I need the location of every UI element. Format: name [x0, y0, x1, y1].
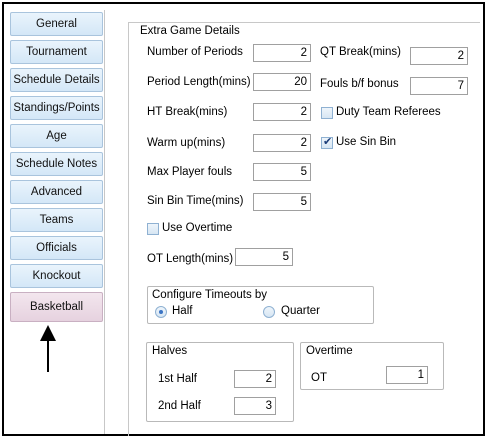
halves-group: [146, 342, 294, 422]
tab-knockout[interactable]: Knockout: [10, 264, 103, 288]
tab-label: Tournament: [26, 46, 87, 58]
quarter-radio-label: Quarter: [281, 305, 320, 317]
duty-team-referees-checkbox[interactable]: [321, 107, 333, 119]
tab-label: Basketball: [29, 301, 84, 313]
ht-break-label: HT Break(mins): [147, 106, 228, 118]
first-half-input[interactable]: 2: [234, 370, 276, 388]
tab-label: Schedule Details: [13, 74, 100, 86]
overtime-group: [300, 342, 444, 390]
panel-title: Extra Game Details: [140, 25, 240, 37]
duty-team-referees-label: Duty Team Referees: [336, 106, 441, 118]
tab-tournament[interactable]: Tournament: [10, 40, 103, 64]
arrow-shaft: [47, 338, 49, 372]
ht-break-input[interactable]: 2: [253, 103, 311, 121]
tab-label: Schedule Notes: [15, 158, 98, 170]
tab-teams[interactable]: Teams: [10, 208, 103, 232]
use-overtime-label: Use Overtime: [162, 222, 233, 234]
first-half-label: 1st Half: [158, 373, 197, 385]
tab-label: Advanced: [30, 186, 83, 198]
number-of-periods-label: Number of Periods: [147, 46, 243, 58]
tab-schedule-notes[interactable]: Schedule Notes: [10, 152, 103, 176]
timeouts-group-title: Configure Timeouts by: [150, 289, 270, 301]
ot-length-label: OT Length(mins): [147, 253, 234, 265]
arrow-up-icon: [40, 325, 56, 341]
ot-length-input[interactable]: 5: [235, 248, 293, 266]
tab-age[interactable]: Age: [10, 124, 103, 148]
max-player-fouls-label: Max Player fouls: [147, 166, 233, 178]
tab-label: Officials: [36, 242, 77, 254]
overtime-group-title: Overtime: [304, 345, 355, 357]
number-of-periods-input[interactable]: 2: [253, 44, 311, 62]
use-overtime-checkbox[interactable]: [147, 223, 159, 235]
qt-break-input[interactable]: 2: [410, 47, 468, 65]
quarter-radio[interactable]: [263, 306, 275, 318]
use-sin-bin-checkbox[interactable]: [321, 135, 333, 149]
second-half-input[interactable]: 3: [234, 397, 276, 415]
tab-label: Teams: [39, 214, 74, 226]
ot-input[interactable]: 1: [386, 366, 428, 384]
tab-officials[interactable]: Officials: [10, 236, 103, 260]
tab-label: Knockout: [32, 270, 81, 282]
tab-standings-points[interactable]: Standings/Points: [10, 96, 103, 120]
tab-label: Standings/Points: [13, 102, 100, 114]
sin-bin-time-input[interactable]: 5: [253, 193, 311, 211]
use-sin-bin-label: Use Sin Bin: [336, 136, 397, 148]
sin-bin-time-label: Sin Bin Time(mins): [147, 195, 244, 207]
timeouts-group: [147, 286, 374, 324]
max-player-fouls-input[interactable]: 5: [253, 163, 311, 181]
warm-up-input[interactable]: 2: [253, 134, 311, 152]
half-radio-label: Half: [172, 305, 193, 317]
tab-advanced[interactable]: Advanced: [10, 180, 103, 204]
sidebar-divider: [104, 10, 105, 434]
tab-label: General: [36, 18, 77, 30]
half-radio[interactable]: [155, 306, 167, 318]
fouls-bonus-label: Fouls b/f bonus: [320, 78, 399, 90]
ot-label: OT: [311, 372, 327, 384]
period-length-label: Period Length(mins): [147, 76, 251, 88]
qt-break-label: QT Break(mins): [320, 46, 401, 58]
period-length-input[interactable]: 20: [253, 73, 311, 91]
halves-group-title: Halves: [150, 345, 190, 357]
tab-basketball[interactable]: Basketball: [10, 292, 103, 322]
tab-schedule-details[interactable]: Schedule Details: [10, 68, 103, 92]
warm-up-label: Warm up(mins): [147, 137, 226, 149]
tab-label: Age: [46, 130, 67, 142]
second-half-label: 2nd Half: [158, 400, 201, 412]
tab-general[interactable]: General: [10, 12, 103, 36]
extra-game-details-panel: [128, 22, 480, 436]
fouls-bonus-input[interactable]: 7: [410, 77, 468, 95]
